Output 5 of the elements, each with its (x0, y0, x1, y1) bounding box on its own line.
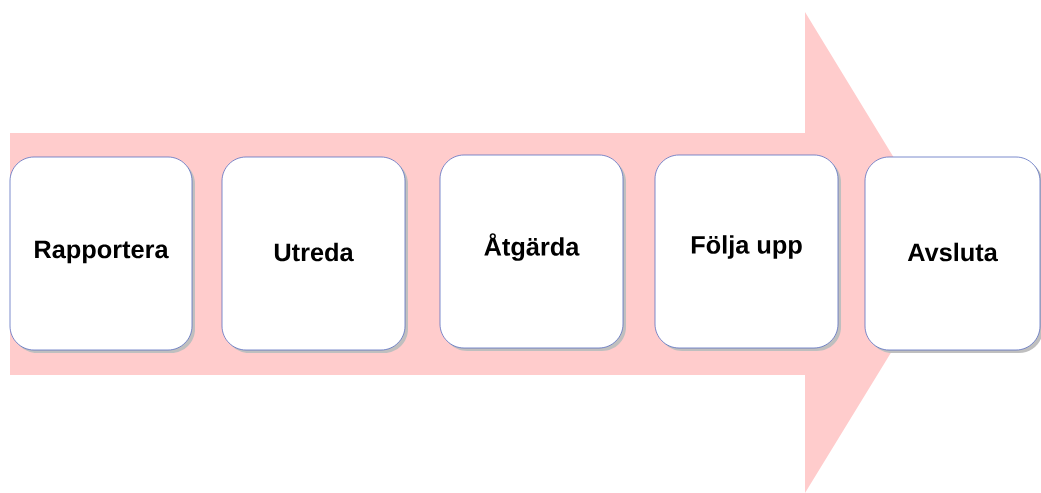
process-box: Åtgärda (439, 154, 626, 351)
process-box: Följa upp (654, 154, 841, 351)
process-box: Rapportera (9, 156, 195, 353)
process-box: Utreda (221, 156, 408, 353)
process-box: Avsluta (864, 156, 1041, 353)
